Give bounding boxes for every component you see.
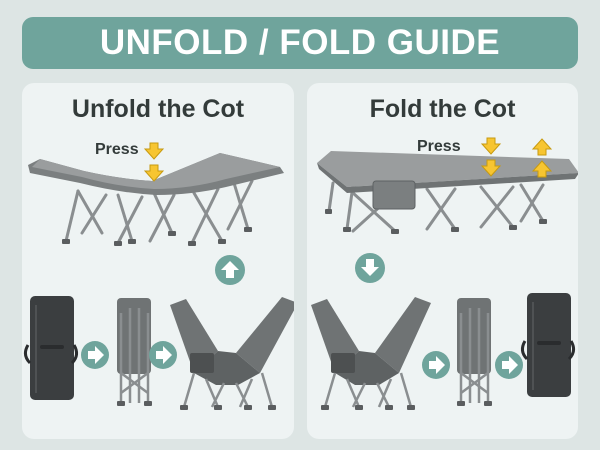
right-arrow-icon: [81, 341, 109, 369]
unfold-panel: Unfold the Cot Press: [22, 83, 294, 439]
opening-cot: [170, 297, 294, 410]
guide-title: UNFOLD / FOLD GUIDE: [99, 23, 501, 62]
folded-cot: [117, 298, 152, 406]
unfold-title: Unfold the Cot: [71, 95, 245, 123]
folded-cot: [457, 298, 492, 406]
right-arrow-icon: [422, 351, 450, 379]
fold-panel: Fold the Cot Press: [307, 83, 578, 439]
right-arrow-icon: [495, 351, 523, 379]
carry-bag: [520, 293, 576, 397]
right-arrow-icon: [149, 341, 177, 369]
guide-banner: UNFOLD / FOLD GUIDE: [22, 17, 578, 69]
press-up-arrow-icon: [531, 138, 553, 156]
down-arrow-icon: [355, 253, 385, 283]
unfold-cot-v-shape: [28, 153, 284, 246]
press-down-arrow-icon: [480, 159, 502, 177]
press-down-arrow-icon: [143, 142, 165, 160]
fold-title: Fold the Cot: [369, 95, 516, 123]
press-down-arrow-icon: [143, 164, 165, 182]
press-up-arrow-icon: [531, 160, 553, 178]
unfold-press-label: Press: [95, 141, 139, 158]
fold-press-label: Press: [417, 138, 461, 155]
fold-illustration: [311, 137, 578, 410]
up-arrow-icon: [215, 255, 245, 285]
carry-bag: [23, 296, 79, 400]
press-down-arrow-icon: [480, 137, 502, 155]
flat-cot: [317, 151, 578, 234]
unfold-illustration: [23, 142, 294, 410]
closing-cot: [311, 297, 431, 410]
